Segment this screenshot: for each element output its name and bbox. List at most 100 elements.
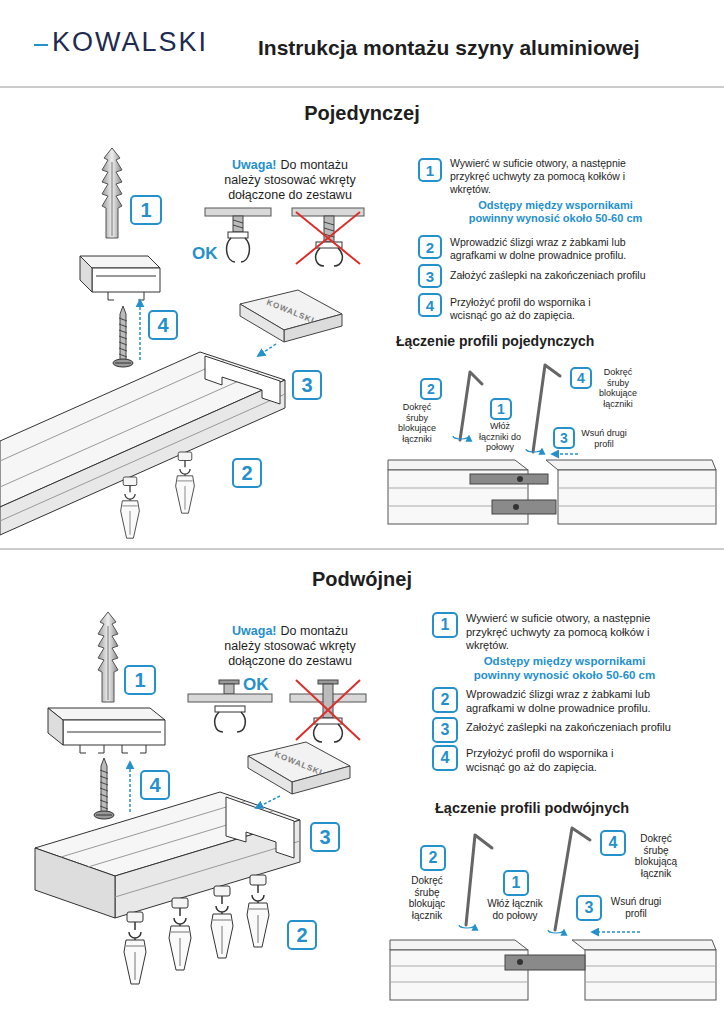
join-step-text: Dokręć śruby blokujące łączniki <box>392 402 442 444</box>
dashed-arrow <box>130 762 131 812</box>
mount-wrong <box>290 680 366 742</box>
step-text: Wprowadzić ślizgi wraz z żabkami lub agr… <box>450 236 655 262</box>
step-text-holder: Wprowadzić ślizgi wraz z żabkami lub agr… <box>466 688 681 715</box>
mount-ok <box>219 680 239 684</box>
mount-wrong <box>296 212 360 264</box>
bracket <box>48 708 165 753</box>
callout-number: 2 <box>429 850 438 866</box>
subheading: Łączenie profili podwójnych <box>435 800 629 816</box>
section-heading-holder: Podwójnej <box>262 568 462 591</box>
callout-number: 1 <box>134 670 145 690</box>
section-heading: Podwójnej <box>262 568 462 591</box>
rotation-arrow <box>526 449 542 452</box>
curtain-hook <box>121 477 140 538</box>
callout-number: 3 <box>319 827 330 847</box>
join-profiles <box>513 504 519 510</box>
step-text-holder: Wywierć w suficie otwory, a następnie pr… <box>466 612 681 653</box>
mount-wrong <box>296 680 360 740</box>
mount-wrong <box>292 208 364 216</box>
header-line <box>34 44 48 46</box>
curtain-hook <box>169 898 191 970</box>
callout-number-box: 4 <box>600 830 626 856</box>
dashed-arrow <box>592 931 640 933</box>
callout-number-box: 2 <box>432 687 458 713</box>
callout-number-box: 1 <box>503 870 529 896</box>
spacing-note-holder: Odstępy między wspornikami powinny wynos… <box>458 199 653 225</box>
callout-number-box: 4 <box>148 310 178 340</box>
hex-key <box>460 372 482 440</box>
curtain-hook <box>176 452 195 513</box>
ok-mark: OK <box>243 675 269 695</box>
end-cap <box>248 742 350 794</box>
callout-number-box: 3 <box>576 895 602 921</box>
curtain-hook <box>124 912 146 984</box>
join-step-text-holder: Włóż łączniki do połowy <box>478 421 522 453</box>
callout-number: 1 <box>140 200 151 220</box>
join-profiles <box>546 460 716 470</box>
callout-number: 4 <box>441 750 450 766</box>
bracket <box>48 708 165 720</box>
callout-number-box: 2 <box>418 235 442 259</box>
bracket <box>48 708 63 745</box>
join-step-text: Dokręć śrubę blokując łącznik <box>398 875 456 921</box>
rail-profile <box>0 352 285 535</box>
join-profiles <box>558 470 716 524</box>
warning-word: Uwaga! <box>232 624 276 638</box>
join-profiles <box>390 940 528 950</box>
step-text-holder: Wprowadzić ślizgi wraz z żabkami lub agr… <box>450 236 655 262</box>
join-profiles <box>517 476 523 482</box>
subheading-holder: Łączenie profili podwójnych <box>435 800 629 816</box>
brand-logo: KOWALSKI <box>52 27 208 58</box>
hex-key <box>466 828 590 930</box>
callout-number: 2 <box>241 463 252 483</box>
join-step-text: Dokręć śruby blokujące łączniki <box>594 367 642 409</box>
mount-ok <box>228 232 248 238</box>
warning-block: Uwaga!Do montażu należy stosować wkręty … <box>216 158 364 203</box>
callout-number: 1 <box>441 617 450 633</box>
callout-number-box: 3 <box>310 822 340 852</box>
join-step-text-holder: Włóż łącznik do połowy <box>484 898 546 921</box>
subheading-holder: Łączenie profili pojedynczych <box>396 333 594 349</box>
callout-number: 2 <box>296 925 307 945</box>
header-line <box>34 45 48 46</box>
step-text-holder: Przyłożyć profil do wspornika i wcisnąć … <box>450 296 620 322</box>
wall-plug <box>98 612 118 702</box>
dashed-arrow <box>552 453 578 455</box>
callout-number-box: 2 <box>420 845 446 871</box>
screw <box>94 758 114 819</box>
callout-number-box: 4 <box>570 367 592 389</box>
join-step-text: Wsuń drugi profil <box>578 428 630 449</box>
mount-ok <box>233 220 243 228</box>
callout-number-box: 2 <box>420 378 442 400</box>
join-step-text-holder: Dokręć śruby blokujące łączniki <box>594 367 642 409</box>
join-profiles <box>517 959 523 965</box>
section-heading-holder: Pojedynczej <box>262 102 462 125</box>
rail-profile <box>35 792 300 918</box>
spacing-note-holder: Odstępy między wspornikami powinny wynos… <box>462 655 667 682</box>
brand-logo-holder: KOWALSKI <box>52 27 208 58</box>
step-text-holder: Założyć zaślepki na zakończeniach profil… <box>466 721 701 735</box>
dashed-arrow <box>129 762 131 812</box>
join-profiles <box>585 966 716 982</box>
callout-number: 3 <box>441 722 450 738</box>
callout-number-box: 4 <box>140 770 170 800</box>
rail-profile <box>0 352 285 507</box>
mount-wrong <box>316 248 343 266</box>
callout-number: 3 <box>426 269 434 284</box>
join-profiles <box>388 460 528 470</box>
spacing-note: Odstępy między wspornikami powinny wynos… <box>458 199 653 225</box>
bracket <box>67 732 161 753</box>
dashed-arrow <box>258 344 276 356</box>
callout-number: 3 <box>301 375 312 395</box>
step-text: Przyłożyć profil do wspornika i wcisnąć … <box>466 747 638 774</box>
callout-number-box: 3 <box>432 717 458 743</box>
bracket <box>96 276 156 300</box>
callout-number-box: 4 <box>432 745 458 771</box>
end-cap <box>240 290 342 342</box>
join-step-text-holder: Wsuń drugi profil <box>578 428 630 449</box>
dashed-arrow <box>552 454 578 455</box>
callout-number: 4 <box>426 298 434 313</box>
join-step-text-holder: Dokręć śrubę blokując łącznik <box>398 875 456 921</box>
join-step-text: Wsuń drugi profil <box>606 896 666 919</box>
mount-ok <box>227 238 250 262</box>
